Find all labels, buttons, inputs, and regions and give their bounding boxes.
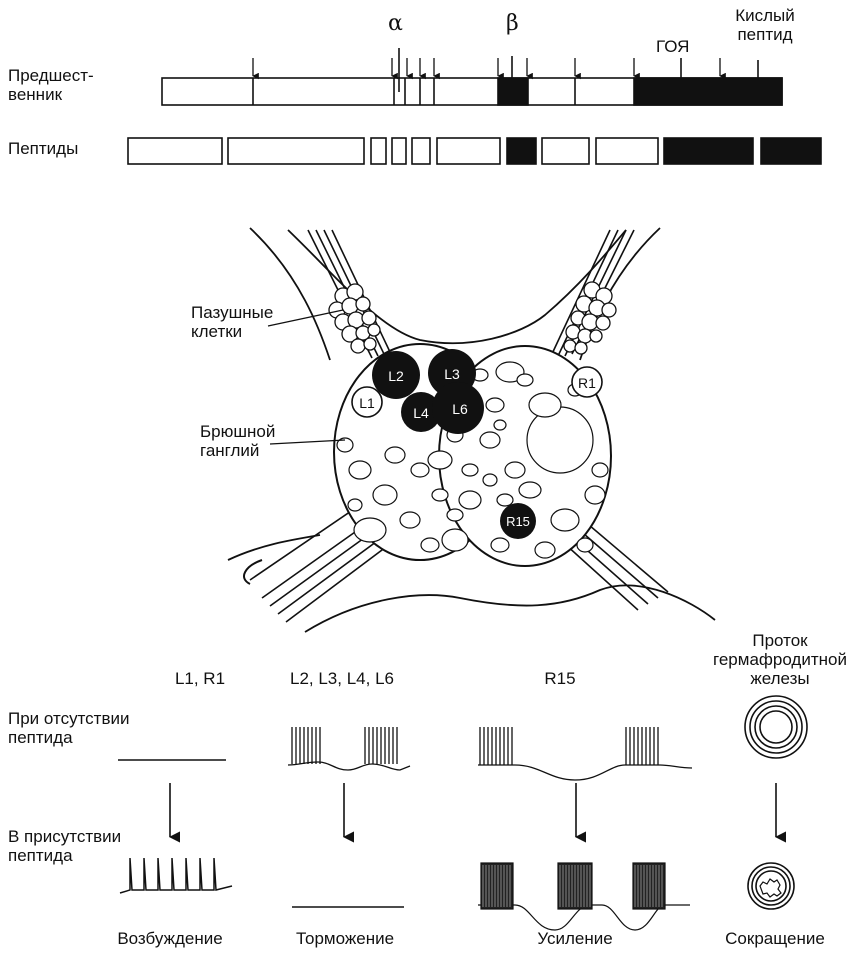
trace-r15-present [478, 863, 690, 930]
neuron-label-r1: R1 [578, 375, 596, 391]
beta-segment [498, 78, 528, 105]
trace-l1r1-present [120, 858, 232, 893]
baseline [478, 765, 692, 780]
neuron-label-l2: L2 [388, 368, 404, 384]
peptide-fragment [228, 138, 364, 164]
bag-cells-left [329, 284, 380, 353]
neuron-label-l4: L4 [413, 405, 429, 421]
trace-l2-absent [288, 727, 410, 770]
precursor-bar [162, 48, 782, 105]
leader-lines [268, 310, 345, 444]
peptide-fragment [371, 138, 386, 164]
duct-contracted [748, 863, 794, 909]
goya-acid-segment [634, 78, 782, 105]
peptide-fragment-goya [664, 138, 753, 164]
bag-cells-right [564, 282, 616, 354]
peptide-fragment [128, 138, 222, 164]
cleavage-arrows [253, 58, 720, 76]
neuron-label-r15: R15 [506, 514, 530, 529]
peptide-fragment [542, 138, 589, 164]
peptide-fragment [437, 138, 500, 164]
neuron-label-l1: L1 [359, 395, 375, 411]
trace-r15-absent [478, 727, 692, 780]
peptide-fragment [596, 138, 658, 164]
peptide-fragment-acid [761, 138, 821, 164]
neuron-label-l6: L6 [452, 401, 468, 417]
peptide-fragment [392, 138, 406, 164]
peptide-fragment [412, 138, 430, 164]
baseline [288, 762, 410, 770]
effect-arrows [170, 783, 776, 837]
peptide-fragments [128, 138, 821, 164]
peptide-fragment-beta [507, 138, 536, 164]
neuron-label-l3: L3 [444, 366, 460, 382]
duct-relaxed [745, 696, 807, 758]
spike-train [120, 858, 232, 893]
